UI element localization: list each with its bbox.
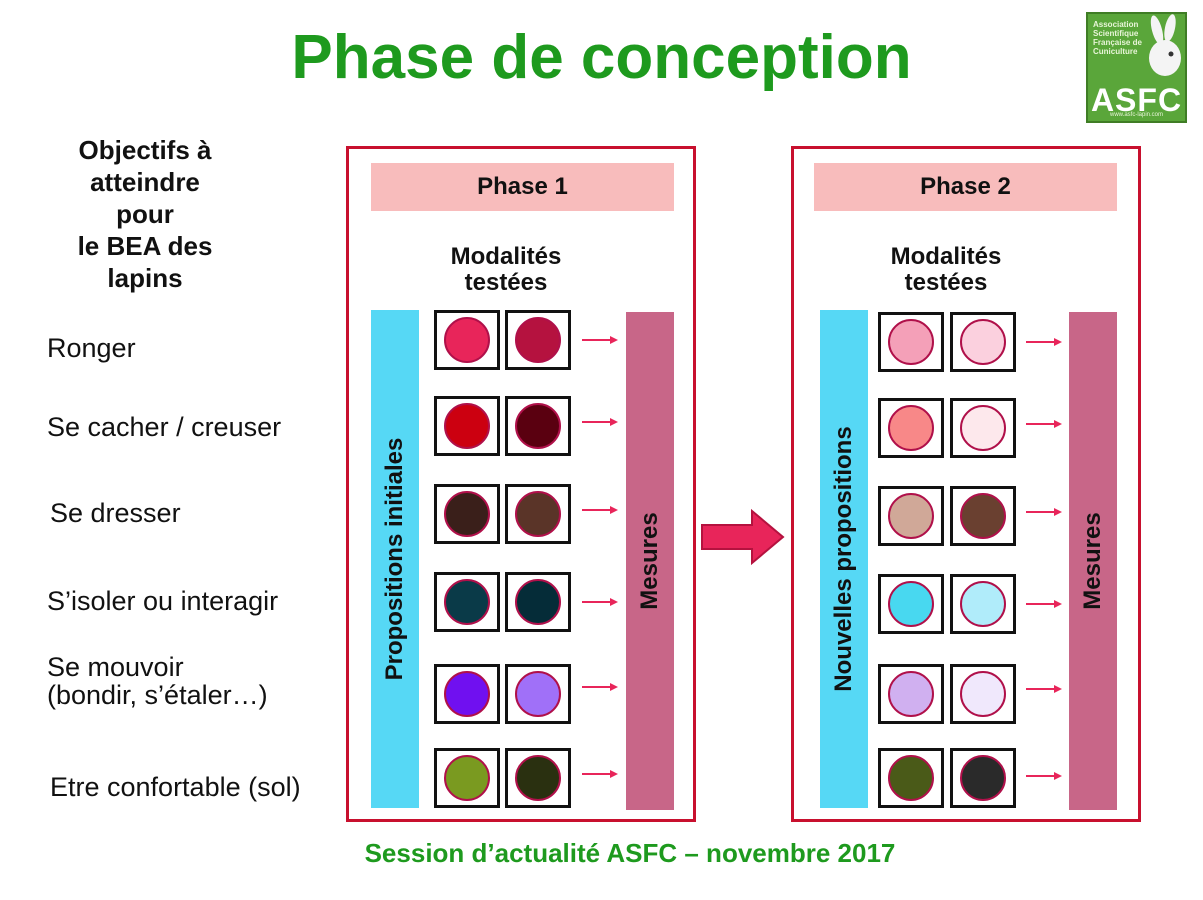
swatch-box (434, 396, 500, 456)
arrow-right-icon (1026, 508, 1062, 516)
swatch-box (878, 486, 944, 546)
color-swatch (960, 493, 1006, 539)
swatch-box (950, 664, 1016, 724)
asfc-logo: Association Scientifique Française de Cu… (1086, 12, 1187, 123)
color-swatch (444, 491, 490, 537)
phase-2-propositions-label: Nouvelles propositions (830, 426, 857, 692)
logo-mark: ASFC (1090, 82, 1183, 118)
phase-1-measures-bar: Mesures (626, 312, 674, 810)
goal-item: S’isoler ou interagir (47, 586, 279, 616)
swatch-box (505, 310, 571, 370)
swatch-box (950, 312, 1016, 372)
arrow-right-icon (1026, 420, 1062, 428)
footer-session: Session d’actualité ASFC – novembre 2017 (364, 838, 896, 868)
swatch-box (505, 748, 571, 808)
color-swatch (888, 493, 934, 539)
swatch-box (878, 574, 944, 634)
phase-2-header: Phase 2 (814, 163, 1117, 211)
swatch-box (434, 572, 500, 632)
page-title: Phase de conception (291, 23, 912, 92)
color-swatch (444, 671, 490, 717)
phase-1-measures-label: Mesures (636, 512, 663, 610)
logo-url: www.asfc-lapin.com (1109, 112, 1163, 118)
phase-2-propositions-bar: Nouvelles propositions (820, 310, 868, 808)
phase-2-measures-label: Mesures (1079, 512, 1106, 610)
goal-item: Se dresser (50, 498, 181, 528)
goal-item: Se cacher / creuser (47, 412, 282, 442)
objectives-heading: Objectifs à atteindre pour le BEA des la… (77, 135, 213, 293)
arrow-right-icon (1026, 772, 1062, 780)
swatch-box (434, 310, 500, 370)
goal-item: Etre confortable (sol) (50, 772, 301, 802)
color-swatch (444, 755, 490, 801)
big-arrow-right-icon (701, 508, 785, 566)
color-swatch (960, 581, 1006, 627)
swatch-box (950, 574, 1016, 634)
swatch-box (434, 748, 500, 808)
color-swatch (960, 755, 1006, 801)
color-swatch (960, 671, 1006, 717)
color-swatch (444, 579, 490, 625)
logo-association-text: Association Scientifique Française de Cu… (1093, 20, 1142, 56)
swatch-box (505, 664, 571, 724)
color-swatch (515, 579, 561, 625)
arrow-right-icon (582, 418, 618, 426)
phase-1-header: Phase 1 (371, 163, 674, 211)
phase-2-frame (791, 146, 1141, 822)
color-swatch (888, 319, 934, 365)
goal-item: Ronger (47, 333, 136, 363)
arrow-right-icon (582, 336, 618, 344)
color-swatch (888, 671, 934, 717)
swatch-box (434, 484, 500, 544)
swatch-box (878, 312, 944, 372)
rabbit-icon (1149, 14, 1181, 76)
color-swatch (888, 405, 934, 451)
arrow-right-icon (1026, 600, 1062, 608)
arrow-right-icon (582, 683, 618, 691)
color-swatch (960, 319, 1006, 365)
swatch-box (950, 486, 1016, 546)
swatch-box (878, 664, 944, 724)
goal-item: Se mouvoir(bondir, s’étaler…) (47, 652, 268, 710)
swatch-box (950, 398, 1016, 458)
phase-1-propositions-label: Propositions initiales (381, 437, 408, 681)
color-swatch (888, 581, 934, 627)
swatch-box (434, 664, 500, 724)
color-swatch (960, 405, 1006, 451)
swatch-box (878, 748, 944, 808)
arrow-right-icon (582, 598, 618, 606)
phase-2-measures-bar: Mesures (1069, 312, 1117, 810)
swatch-box (505, 396, 571, 456)
swatch-box (505, 572, 571, 632)
color-swatch (515, 403, 561, 449)
arrow-right-icon (1026, 685, 1062, 693)
color-swatch (515, 317, 561, 363)
swatch-box (950, 748, 1016, 808)
arrow-right-icon (582, 506, 618, 514)
color-swatch (444, 403, 490, 449)
color-swatch (444, 317, 490, 363)
swatch-box (878, 398, 944, 458)
phase-1-frame (346, 146, 696, 822)
color-swatch (888, 755, 934, 801)
arrow-right-icon (582, 770, 618, 778)
phase-1-propositions-bar: Propositions initiales (371, 310, 419, 808)
color-swatch (515, 491, 561, 537)
arrow-right-icon (1026, 338, 1062, 346)
color-swatch (515, 671, 561, 717)
swatch-box (505, 484, 571, 544)
color-swatch (515, 755, 561, 801)
